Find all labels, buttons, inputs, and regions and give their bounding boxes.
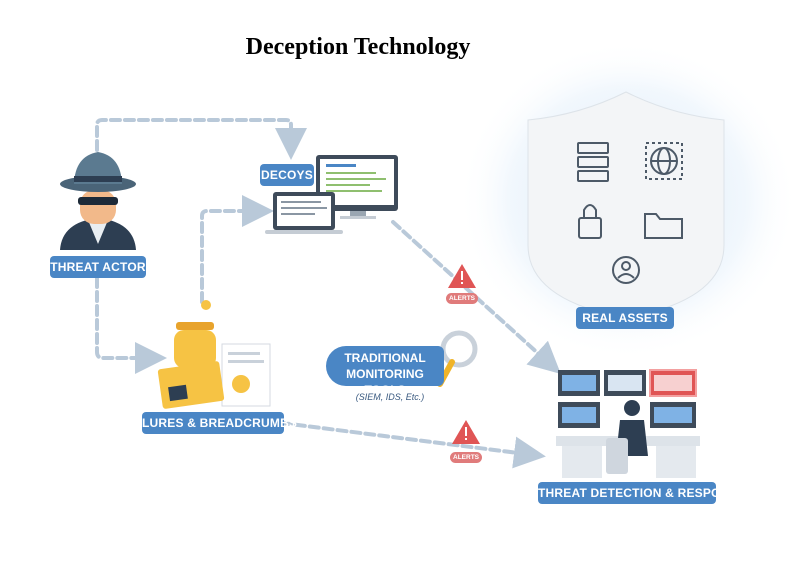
alert-badge: ALERTS [450,452,482,463]
label-decoys: DECOYS [260,164,314,186]
laptop-icon [265,192,343,234]
monitoring-line-1: TRADITIONAL [344,351,426,365]
alert-badge: ALERTS [446,293,478,304]
monitor-icon [316,155,398,219]
monitoring-tools-box: TRADITIONAL MONITORING TOOLS [326,346,444,397]
operator-console-icon [556,369,700,478]
monitoring-line-2: MONITORING TOOLS [346,367,424,397]
document-icon [221,343,271,407]
label-real-assets: REAL ASSETS [576,307,674,329]
server-icon [577,142,609,182]
arrow-lures-to-laptop [200,195,274,304]
page-title: Deception Technology [245,34,471,60]
arrow-actor-to-decoys [95,118,307,160]
alert-icon [448,264,476,288]
magnifier-icon [437,330,478,387]
folder-icon [644,213,683,239]
user-icon [612,256,640,284]
alert-icon [452,420,480,444]
label-lures-breadcrumbs: LURES & BREADCRUMBS [142,412,297,434]
arrow-lures-to-detection [280,421,546,469]
padlock-icon [578,204,602,239]
label-threat-detection: THREAT DETECTION & RESPONSE [538,482,746,504]
hacker-icon [60,152,136,250]
credit-card-icon [157,361,225,409]
globe-network-icon [645,142,683,180]
arrow-actor-to-lures [95,276,167,374]
monitoring-subtitle: (SIEM, IDS, Etc.) [355,392,425,402]
label-threat-actor: THREAT ACTOR [50,256,146,278]
shield-shape [527,91,725,319]
honey-jar-icon [174,300,216,368]
